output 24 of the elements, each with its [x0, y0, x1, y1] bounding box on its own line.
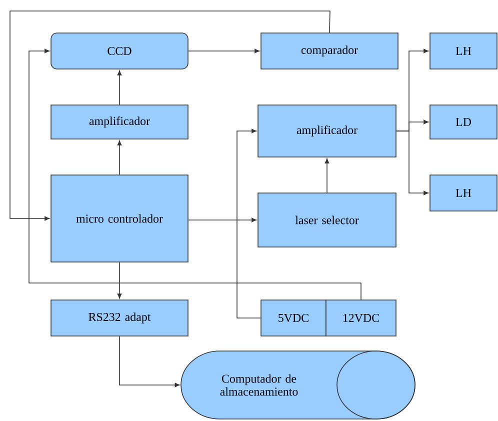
arrow	[188, 48, 260, 54]
process-box: CCD	[50, 32, 188, 70]
arrow	[188, 218, 256, 222]
arrow	[117, 140, 122, 175]
storage-cylinder: Computador de almacenamiento	[180, 350, 416, 420]
arrow	[117, 262, 122, 298]
process-box: amplificador	[258, 104, 396, 158]
process-box: 12VDC	[326, 300, 396, 336]
process-box: RS232 adapt	[50, 300, 188, 336]
arrow	[117, 70, 122, 105]
process-box: amplificador	[50, 104, 188, 140]
arrow	[10, 10, 330, 221]
arrow	[324, 158, 330, 193]
arrow	[119, 336, 180, 388]
process-box: LH	[430, 174, 498, 212]
process-box: LD	[430, 104, 498, 140]
arrow	[28, 48, 362, 300]
process-box: LH	[430, 32, 498, 70]
arrow	[396, 130, 428, 196]
process-box: 5VDC	[260, 300, 326, 336]
process-box: micro controlador	[50, 174, 188, 262]
process-box: laser selector	[258, 192, 396, 248]
arrow	[236, 128, 261, 318]
process-box: comparador	[260, 32, 398, 70]
